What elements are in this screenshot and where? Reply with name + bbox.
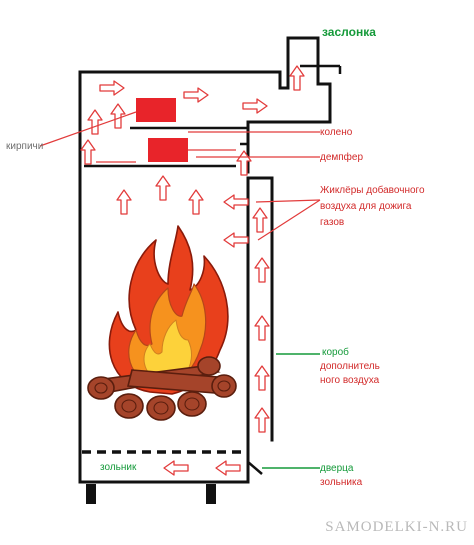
label-dvertsa-2: зольника [320,477,363,488]
label-dempfer: демпфер [320,152,364,163]
flow-arrow-icon [163,460,189,476]
stove-walls [78,36,332,484]
label-zaslonka: заслонка [322,25,376,39]
flow-arrow-icon [254,407,270,433]
flow-arrow-icon [215,460,241,476]
label-zhiklery-1: Жиклёры добавочного [320,185,425,196]
brick-bottom [148,138,188,162]
label-zhiklery-2: воздуха для дожига [320,201,412,212]
flow-arrow-icon [223,232,249,248]
flow-arrow-icon [80,139,96,165]
flow-arrow-icon [110,103,126,129]
label-korob-2: дополнитель [320,361,380,372]
flow-arrow-icon [254,257,270,283]
flue-damper [300,64,342,74]
leg-left [86,484,96,504]
brick-top [136,98,176,122]
ash-door [247,461,263,475]
flow-arrow-icon [87,109,103,135]
flow-arrow-icon [289,65,305,91]
flow-arrow-icon [242,98,268,114]
label-zhiklery-3: газов [320,217,345,228]
fire-icon [108,225,229,395]
flow-arrow-icon [183,87,209,103]
label-korob-3: ного воздуха [320,375,380,386]
baffles [84,126,248,168]
flow-arrow-icon [252,207,268,233]
flow-arrow-icon [188,189,204,215]
flow-lines [96,149,236,163]
label-kirpichi: кирпичи [6,141,44,152]
flow-arrow-icon [254,365,270,391]
flow-arrow-icon [116,189,132,215]
watermark: SAMODELKI-N.RU [325,519,468,535]
flow-arrow-icon [99,80,125,96]
label-korob-1: короб [322,347,349,358]
label-dvertsa-1: дверца [320,463,354,474]
label-koleno: колено [320,127,353,138]
leader-lines [39,111,321,469]
log-rings [94,380,231,415]
logs-icon [87,356,237,421]
flow-arrow-icon [254,315,270,341]
label-zolnik: зольник [100,462,137,473]
flow-arrow-icon [155,175,171,201]
flow-arrow-icon [223,194,249,210]
leg-right [206,484,216,504]
